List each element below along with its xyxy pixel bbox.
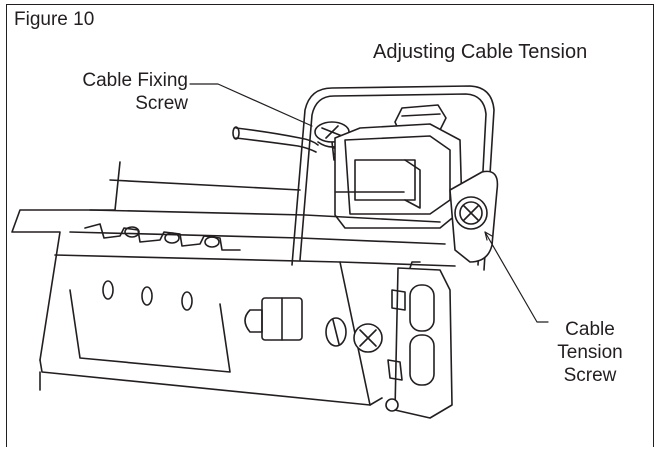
cable-tension-screw-label-line3: Screw — [563, 365, 617, 386]
figure-label: Figure 10 — [14, 9, 95, 30]
center-switch — [244, 297, 303, 341]
panel-holes — [69, 280, 231, 373]
clamp-block — [334, 123, 463, 229]
hinge-rollers — [385, 261, 453, 419]
base-chassis — [11, 161, 456, 406]
cable — [232, 126, 319, 153]
left-teeth — [84, 223, 241, 251]
cable-tension-screw-label-line2: Tension — [557, 342, 623, 363]
cable-tension-screw-label: Cable Tension Screw — [540, 318, 640, 387]
callout-leaders — [189, 83, 549, 323]
cable-tension-screw-label-line1: Cable — [565, 319, 615, 340]
front-screws — [325, 317, 383, 353]
cable-tension-screw-icon — [449, 170, 499, 263]
cable-fixing-screw-label: Cable Fixing Screw — [38, 69, 188, 115]
figure-caption: Adjusting Cable Tension — [373, 41, 588, 63]
cable-fixing-screw-label-line2: Screw — [135, 93, 188, 114]
figure-frame — [6, 4, 654, 447]
cable-fixing-screw-label-line1: Cable Fixing — [82, 70, 188, 91]
